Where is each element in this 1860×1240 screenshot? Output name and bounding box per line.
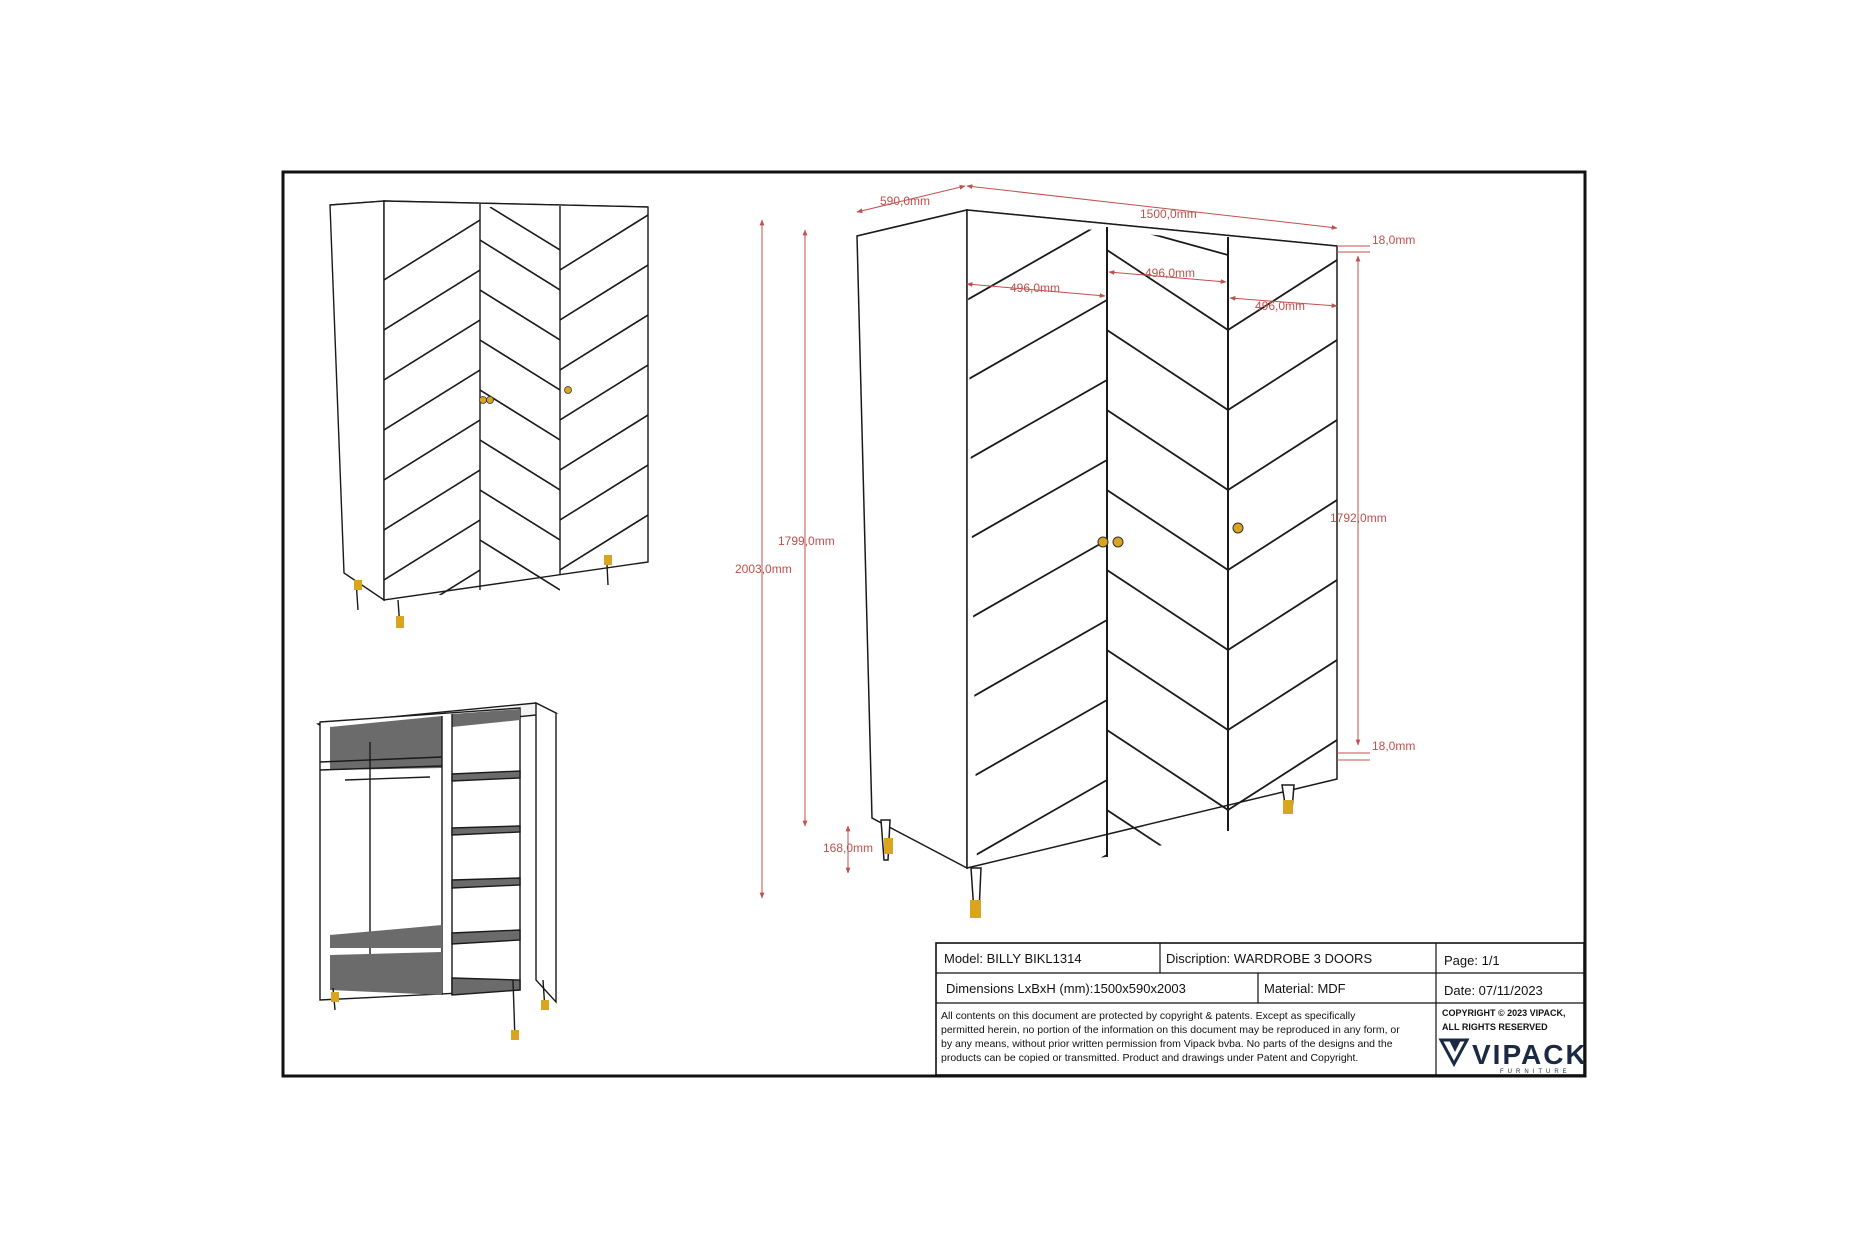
- dim-door-middle: 496,0mm: [1145, 266, 1195, 280]
- title-block: Model: BILLY BIKL1314 Discription: WARDR…: [935, 942, 1588, 1076]
- legal-line-1: All contents on this document are protec…: [941, 1010, 1356, 1022]
- dim-leg-height: 168,0mm: [823, 841, 873, 855]
- dim-bottom-thickness: 18,0mm: [1372, 739, 1415, 753]
- logo-subtext: FURNITURE: [1500, 1069, 1571, 1075]
- legal-line-4: products can be copied or transmitted. P…: [941, 1052, 1358, 1064]
- closed-wardrobe-view: [329, 200, 649, 629]
- date-field: Date: 07/11/2023: [1444, 983, 1543, 998]
- dim-width: 1500,0mm: [1140, 207, 1197, 221]
- logo-text: VIPACK: [1472, 1039, 1588, 1070]
- dim-side-height: 1792,0mm: [1330, 511, 1387, 525]
- legal-line-2: permitted herein, no portion of the info…: [941, 1024, 1400, 1036]
- vipack-logo: VIPACK FURNITURE: [1438, 1038, 1588, 1075]
- main-wardrobe-view: [856, 209, 1338, 918]
- dim-depth: 590,0mm: [880, 194, 930, 208]
- dim-door-height: 1799,0mm: [778, 534, 835, 548]
- model-field: Model: BILLY BIKL1314: [944, 951, 1082, 966]
- dimension-labels: 590,0mm 1500,0mm 18,0mm 496,0mm 496,0mm …: [735, 194, 1415, 855]
- dimensions-field: Dimensions LxBxH (mm):1500x590x2003: [946, 981, 1186, 996]
- copyright-line-1: COPYRIGHT © 2023 VIPACK,: [1442, 1008, 1566, 1018]
- legal-line-3: by any means, without prior written perm…: [941, 1038, 1393, 1050]
- page-field: Page: 1/1: [1444, 953, 1500, 968]
- dim-top-thickness: 18,0mm: [1372, 233, 1415, 247]
- dimension-lines: [759, 184, 1370, 899]
- dim-door-right: 496,0mm: [1255, 299, 1305, 313]
- material-field: Material: MDF: [1264, 981, 1346, 996]
- dim-door-left: 496,0mm: [1010, 281, 1060, 295]
- copyright-line-2: ALL RIGHTS RESERVED: [1442, 1022, 1548, 1032]
- drawing-frame: [281, 170, 1587, 1078]
- open-wardrobe-view: [315, 701, 559, 1041]
- description-field: Discription: WARDROBE 3 DOORS: [1166, 951, 1372, 966]
- dim-total-height: 2003,0mm: [735, 562, 792, 576]
